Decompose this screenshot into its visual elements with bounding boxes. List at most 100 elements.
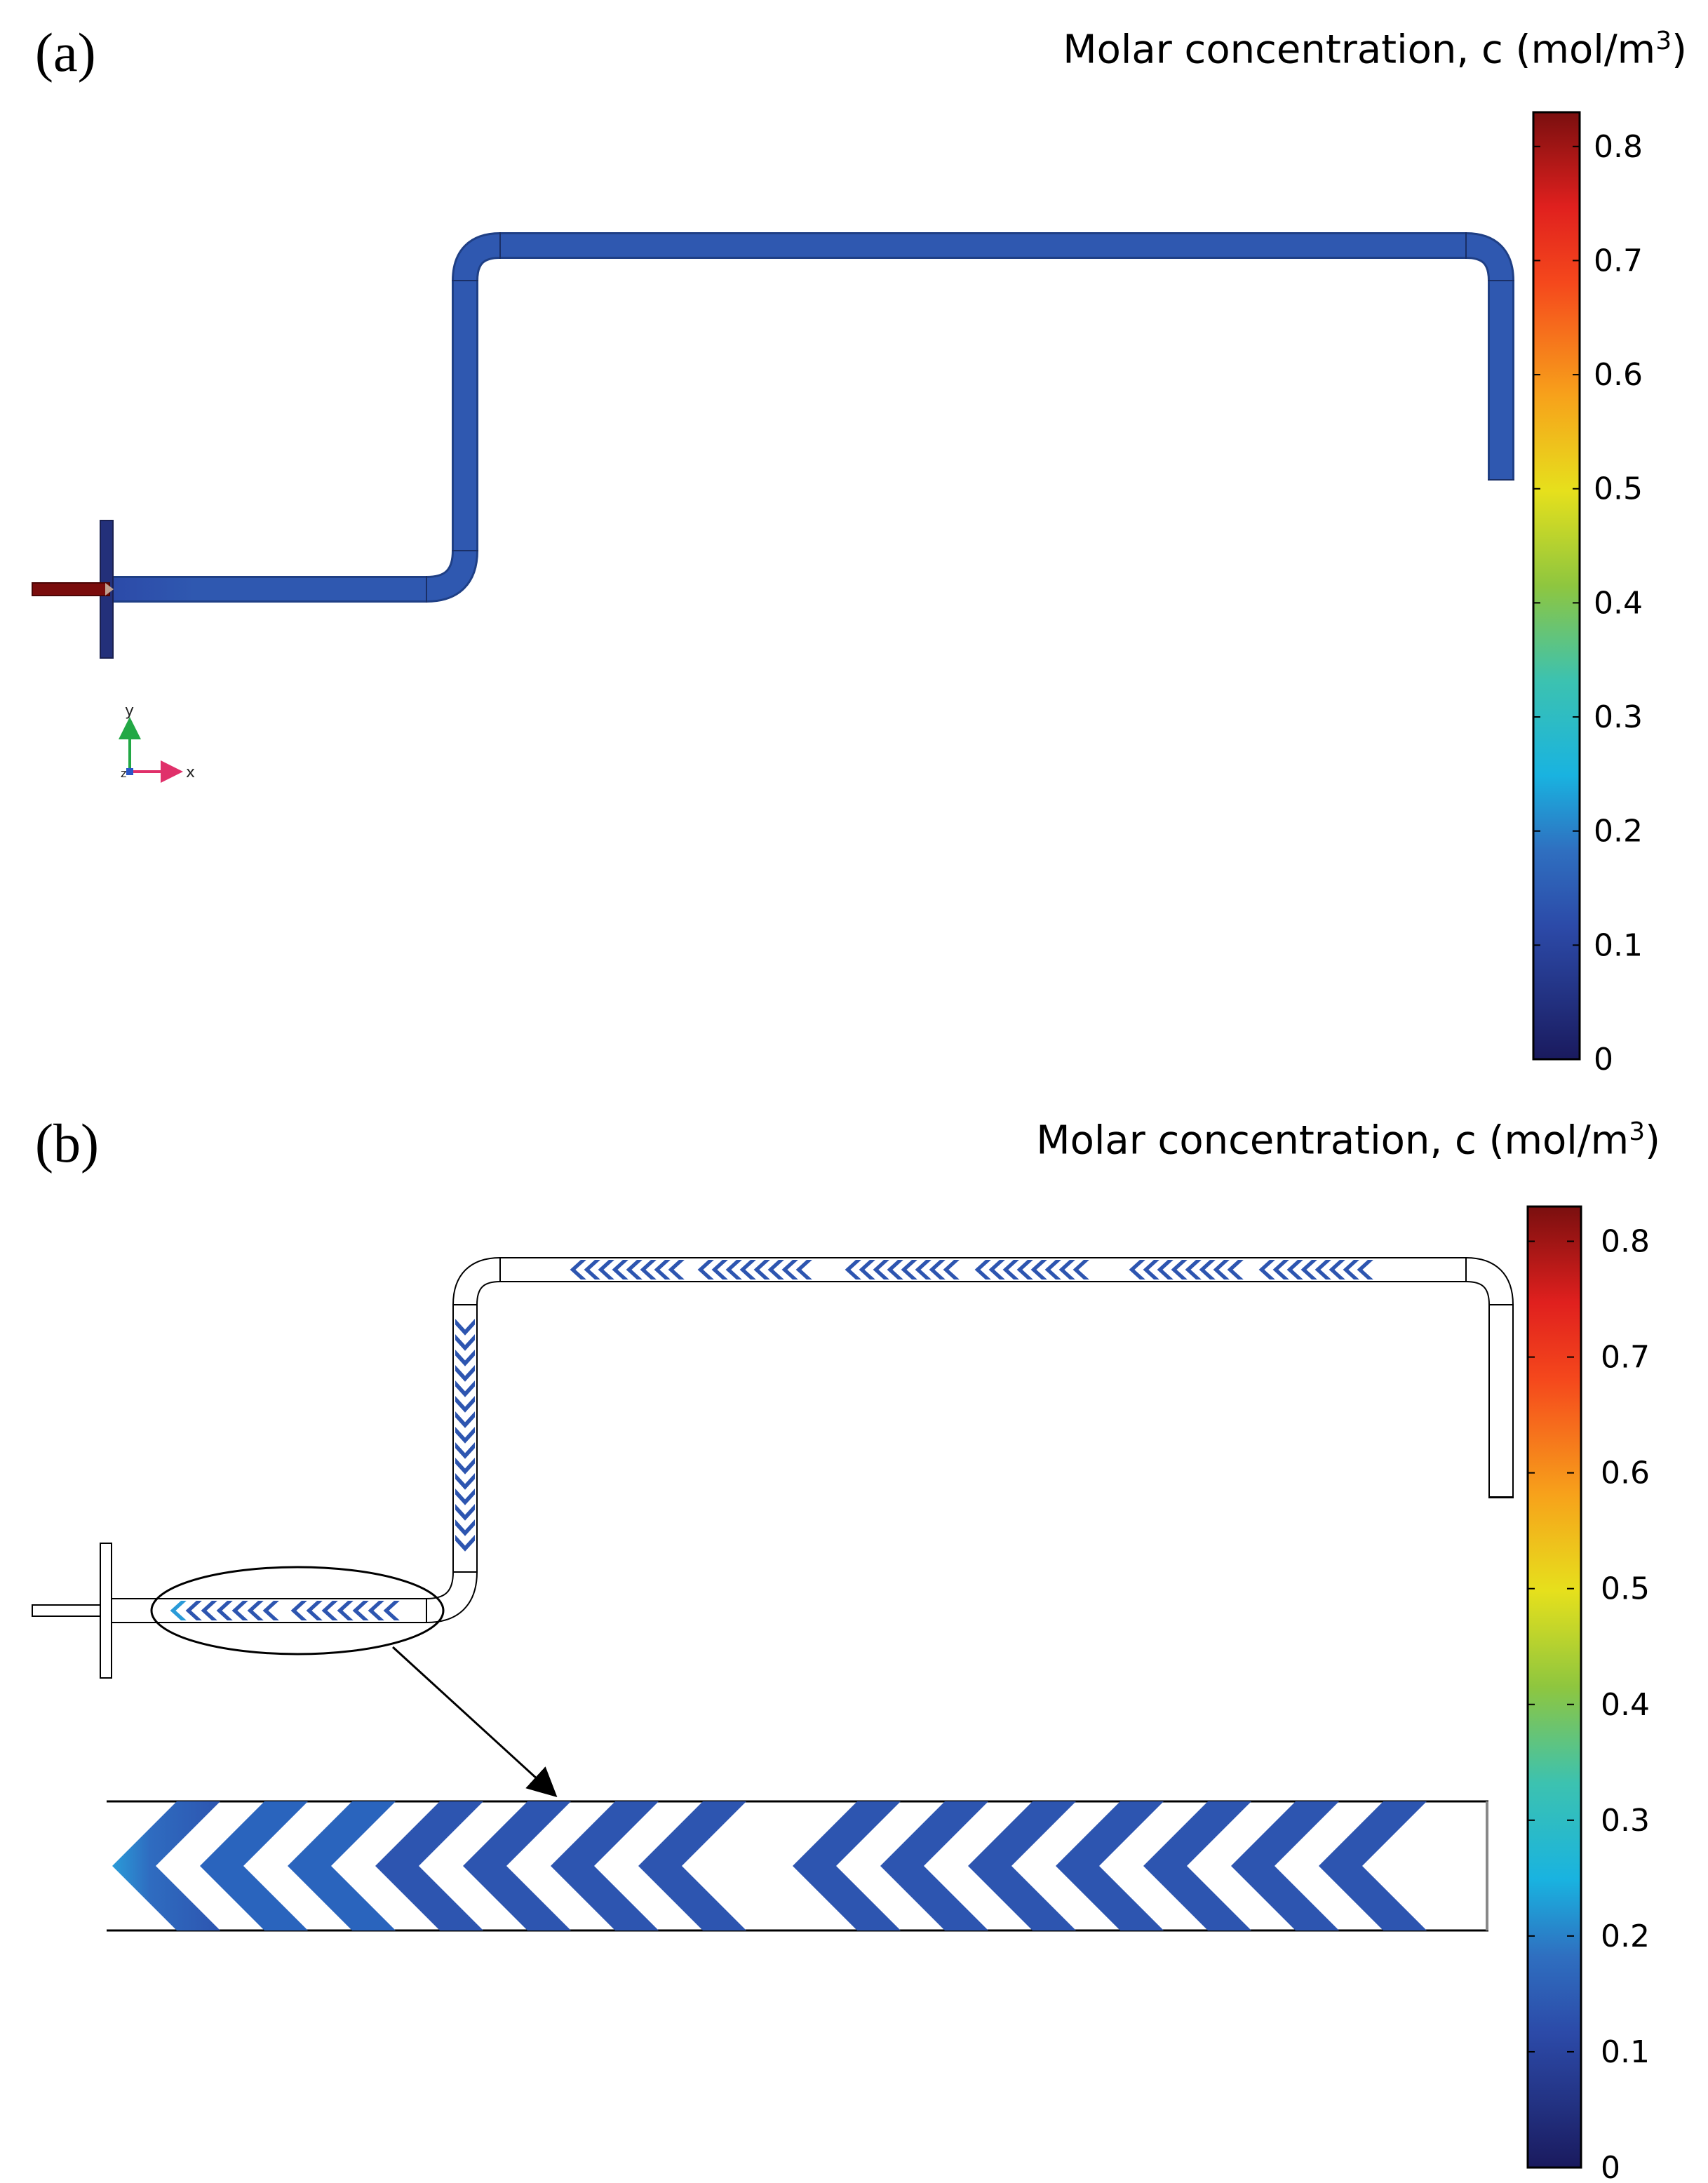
chevron-droplet xyxy=(1016,1260,1033,1279)
chevron-droplet xyxy=(929,1260,946,1279)
chevron-droplet xyxy=(1171,1260,1188,1279)
chevron-droplet xyxy=(668,1260,685,1279)
panel-a-label: (a) xyxy=(35,22,96,83)
chevron-droplet xyxy=(262,1601,279,1620)
chevron-droplet xyxy=(584,1260,600,1279)
panel-b-geometry xyxy=(32,1257,1514,1932)
chevron-droplet xyxy=(598,1260,614,1279)
colorbar-tick-label: 0.8 xyxy=(1601,1224,1650,1260)
chevron-droplet xyxy=(455,1535,475,1552)
colorbar-tick-label: 0.4 xyxy=(1601,1687,1650,1723)
side-inlet-b xyxy=(100,1543,112,1679)
chevron-droplet xyxy=(306,1601,323,1620)
chevron-droplet xyxy=(1314,1260,1331,1279)
colorbar-tick-label: 0.2 xyxy=(1601,1919,1650,1954)
axis-triad: y x z xyxy=(119,702,195,783)
colorbar-a-gradient xyxy=(1532,111,1581,1061)
colorbar-tick-label: 0.6 xyxy=(1601,1456,1650,1491)
chevron-droplet xyxy=(753,1260,770,1279)
chevron-droplet xyxy=(570,1260,586,1279)
zoom-ellipse xyxy=(150,1566,445,1655)
chevron-droplet xyxy=(845,1260,861,1279)
chevron-droplet xyxy=(1129,1260,1145,1279)
chevron-droplet xyxy=(170,1601,187,1620)
chevron-droplet xyxy=(781,1260,798,1279)
chevron-droplet xyxy=(185,1601,202,1620)
pipe-a-inner xyxy=(104,234,1512,600)
chevron-droplet xyxy=(887,1260,903,1279)
colorbar-tick-label: 0.7 xyxy=(1594,243,1643,278)
colorbar-tick-label: 0.3 xyxy=(1601,1803,1650,1839)
central-inlet-b xyxy=(32,1604,101,1617)
chevron-droplet xyxy=(1329,1260,1345,1279)
chevron-droplet xyxy=(455,1411,475,1428)
chevron-droplet xyxy=(697,1260,714,1279)
colorbar-tick-label: 0.8 xyxy=(1594,129,1643,165)
chevron-droplet xyxy=(368,1601,384,1620)
chevron-droplet xyxy=(711,1260,728,1279)
colorbar-a-ticks: 0.80.70.60.50.40.30.20.10 xyxy=(1533,129,1643,1077)
chevron-droplet xyxy=(455,1427,475,1444)
zoom-chevron xyxy=(375,1801,483,1930)
chevron-droplet xyxy=(1058,1260,1075,1279)
zoom-chevron xyxy=(793,1801,901,1930)
chevron-droplet xyxy=(654,1260,671,1279)
chevron-droplet xyxy=(988,1260,1005,1279)
chevron-droplet xyxy=(1199,1260,1216,1279)
outlet-b xyxy=(1488,1496,1514,1498)
colorbar-tick-label: 0.3 xyxy=(1594,699,1643,735)
colorbar-b-gradient xyxy=(1526,1205,1582,2169)
chevron-droplet xyxy=(1030,1260,1047,1279)
colorbar-tick-label: 0.6 xyxy=(1594,357,1643,393)
colorbar-tick-label: 0.5 xyxy=(1601,1571,1650,1607)
chevron-droplet xyxy=(1157,1260,1174,1279)
chevron-droplet xyxy=(943,1260,960,1279)
axis-y-label: y xyxy=(125,702,134,720)
chevron-droplet xyxy=(321,1601,338,1620)
chevron-droplet xyxy=(1002,1260,1019,1279)
chevron-droplet xyxy=(1072,1260,1089,1279)
chevron-droplet xyxy=(231,1601,248,1620)
zoom-chevrons xyxy=(112,1801,1427,1930)
zoom-chevron xyxy=(968,1801,1076,1930)
chevron-droplet xyxy=(455,1396,475,1413)
chevron-droplet xyxy=(795,1260,812,1279)
chevron-droplet xyxy=(455,1381,475,1397)
chevron-droplet xyxy=(1185,1260,1202,1279)
colorbar-b: 0.80.70.60.50.40.30.20.10 xyxy=(1526,1205,1650,2183)
chevron-droplet xyxy=(767,1260,784,1279)
chevron-droplet xyxy=(247,1601,264,1620)
chevron-droplet xyxy=(455,1365,475,1382)
colorbar-a-title: Molar concentration, c (mol/m3) xyxy=(1063,27,1687,73)
colorbar-tick-label: 0.7 xyxy=(1601,1340,1650,1376)
panel-b-label: (b) xyxy=(35,1113,99,1174)
zoom-chevron xyxy=(288,1801,396,1930)
chevron-droplet xyxy=(455,1350,475,1366)
chevron-droplet xyxy=(455,1458,475,1475)
chevron-droplet xyxy=(640,1260,657,1279)
zoom-chevron xyxy=(1319,1801,1427,1930)
colorbar-a: 0.80.70.60.50.40.30.20.10 xyxy=(1532,111,1643,1077)
chevron-droplet xyxy=(1143,1260,1159,1279)
chevron-droplet xyxy=(1272,1260,1289,1279)
zoom-chevron xyxy=(463,1801,571,1930)
pipe-b-inner xyxy=(104,1258,1512,1622)
colorbar-tick-label: 0.4 xyxy=(1594,585,1643,621)
colorbar-tick-label: 0.2 xyxy=(1594,814,1643,849)
zoom-inset xyxy=(107,1800,1488,1932)
chevron-droplet xyxy=(1213,1260,1230,1279)
chevron-droplet xyxy=(739,1260,756,1279)
pipe-b-outline xyxy=(104,1257,1514,1623)
chevron-droplet xyxy=(455,1319,475,1336)
chevron-droplet xyxy=(725,1260,742,1279)
chevron-droplet xyxy=(455,1334,475,1351)
colorbar-b-ticks: 0.80.70.60.50.40.30.20.10 xyxy=(1528,1224,1650,2183)
chevron-droplet xyxy=(1357,1260,1373,1279)
zoom-chevron xyxy=(880,1801,988,1930)
outlet-a xyxy=(1488,479,1514,481)
pipe-a xyxy=(104,232,1514,603)
chevron-droplet xyxy=(455,1489,475,1505)
zoom-chevron xyxy=(551,1801,659,1930)
zoom-chevron xyxy=(1143,1801,1251,1930)
